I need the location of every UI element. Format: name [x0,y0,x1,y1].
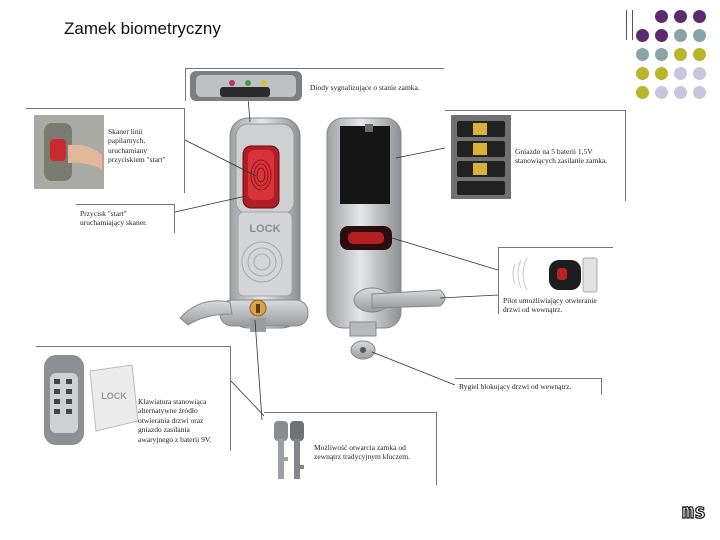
decorative-dot [693,48,706,61]
decorative-dot [693,86,706,99]
decorative-dot [636,48,649,61]
callout-batteries: Gniazdo na 5 baterii 1,5V stanowiących z… [445,110,626,201]
callout-keys: Możliwość otwarcia zamka od zewnątrz tra… [264,412,437,485]
decorative-dot-grid [636,10,716,122]
callout-batteries-text: Gniazdo na 5 baterii 1,5V stanowiących z… [515,147,608,166]
callout-start-button: Przycisk "start" uruchamiający skaner. [76,204,175,233]
callout-remote: Pilot umożliwiający otwieranie drzwi od … [498,247,613,314]
callout-keypad-text: Klawiatura stanowiąca alternatywne źródł… [138,397,212,444]
decorative-dot [655,10,668,23]
decorative-dot [674,29,687,42]
decorative-dot [693,10,706,23]
corner-logo-text: ms [682,499,706,523]
callout-keypad: LOCK Klawiatura stanowiąca alternatywne … [36,346,231,451]
keypad-product-logo: LOCK [101,391,127,401]
slide-title: Zamek biometryczny [64,19,221,38]
decorative-dot [655,86,668,99]
diodes-photo [190,71,302,101]
outer-lock: LOCK [179,117,309,332]
decorative-dot [636,29,649,42]
decorative-dot [674,67,687,80]
decorative-dot [693,67,706,80]
divider-line [626,10,627,40]
decorative-dot [636,86,649,99]
scanner-photo [34,115,104,189]
inner-lock [326,117,446,360]
product-logo-text: LOCK [249,223,280,235]
key-icon [274,421,304,479]
callout-keys-text: Możliwość otwarcia zamka od zewnątrz tra… [314,443,410,462]
divider-line [632,10,633,40]
callout-remote-text: Pilot umożliwiający otwieranie drzwi od … [503,296,597,315]
callout-start-button-text: Przycisk "start" uruchamiający skaner. [80,209,148,228]
decorative-dot [655,48,668,61]
battery-icon [451,115,511,199]
corner-logo: ms [680,492,708,526]
callout-diodes: Diody sygnalizujące o stanie zamka. [185,68,444,101]
callout-knob: Rygiel blokujący drzwi od wewnątrz. [455,378,602,395]
decorative-dot [674,48,687,61]
remote-control-icon [512,257,598,293]
decorative-dot [655,29,668,42]
decorative-dot [674,10,687,23]
decorative-dot [674,86,687,99]
callout-scanner: Skaner linii papilarnych, uruchamiany pr… [26,108,185,193]
callout-scanner-text: Skaner linii papilarnych, uruchamiany pr… [108,127,166,165]
leader-lines [174,97,499,421]
decorative-dot [693,29,706,42]
callout-diodes-text: Diody sygnalizujące o stanie zamka. [310,83,420,92]
callout-knob-text: Rygiel blokujący drzwi od wewnątrz. [459,382,572,391]
keypad-icon: LOCK [44,355,139,445]
decorative-dot [655,67,668,80]
decorative-dot [636,67,649,80]
